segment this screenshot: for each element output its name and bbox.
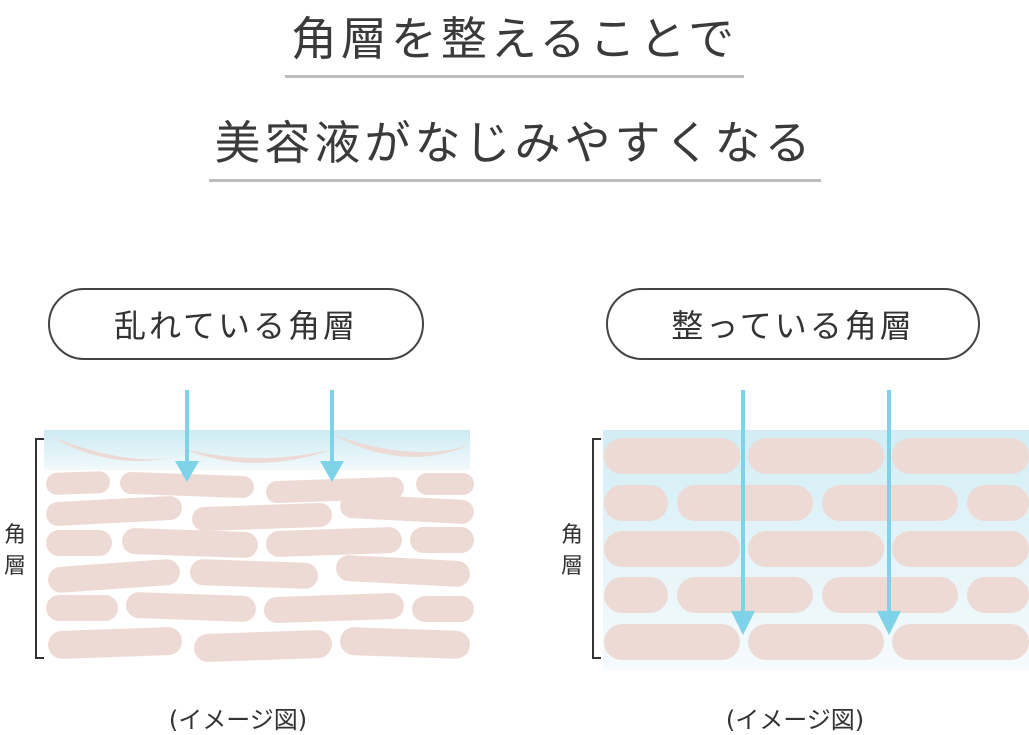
cells-ordered	[604, 438, 1029, 660]
cell	[190, 559, 319, 589]
cell	[46, 530, 112, 556]
cells-disordered	[45, 471, 474, 663]
cell	[126, 592, 257, 623]
cell	[748, 624, 884, 660]
cell	[604, 438, 740, 474]
ordered-layer-label: 整っている角層	[606, 288, 980, 360]
cell	[335, 555, 470, 588]
cell	[339, 494, 474, 525]
cell	[45, 495, 182, 526]
cell	[967, 485, 1029, 521]
headline-line-2-text: 美容液がなじみやすくなる	[209, 118, 821, 182]
cell	[604, 624, 740, 660]
cell	[416, 473, 474, 495]
cell	[892, 624, 1029, 660]
cell	[892, 531, 1029, 567]
cell	[748, 438, 884, 474]
cell	[122, 528, 259, 559]
image-caption: (イメージ図)	[128, 700, 348, 735]
cell	[892, 438, 1029, 474]
cell	[194, 630, 333, 663]
ordered-layer-illustration	[603, 385, 1029, 670]
cell	[604, 531, 740, 567]
cell	[748, 531, 884, 567]
disordered-layer-illustration	[44, 385, 474, 670]
cell	[604, 485, 668, 521]
cell	[967, 577, 1029, 613]
cell	[412, 596, 474, 622]
layer-label: 角層	[557, 520, 587, 582]
cell	[340, 627, 471, 660]
headline-line-2: 美容液がなじみやすくなる	[0, 118, 1029, 182]
cell	[47, 558, 180, 593]
cell	[604, 577, 668, 613]
headline-line-1: 角層を整えることで	[0, 14, 1029, 78]
cell	[266, 527, 403, 558]
layer-bracket	[592, 438, 601, 659]
cell	[264, 593, 405, 624]
disordered-layer-label: 乱れている角層	[48, 288, 424, 360]
cell	[46, 471, 111, 495]
image-caption: (イメージ図)	[685, 700, 905, 735]
layer-bracket	[35, 438, 44, 659]
cell	[192, 503, 333, 532]
cell	[410, 527, 474, 553]
headline-line-1-text: 角層を整えることで	[285, 14, 744, 78]
cell	[48, 627, 183, 660]
serum-surface	[44, 430, 470, 470]
cell	[46, 595, 118, 621]
layer-label: 角層	[0, 520, 30, 582]
